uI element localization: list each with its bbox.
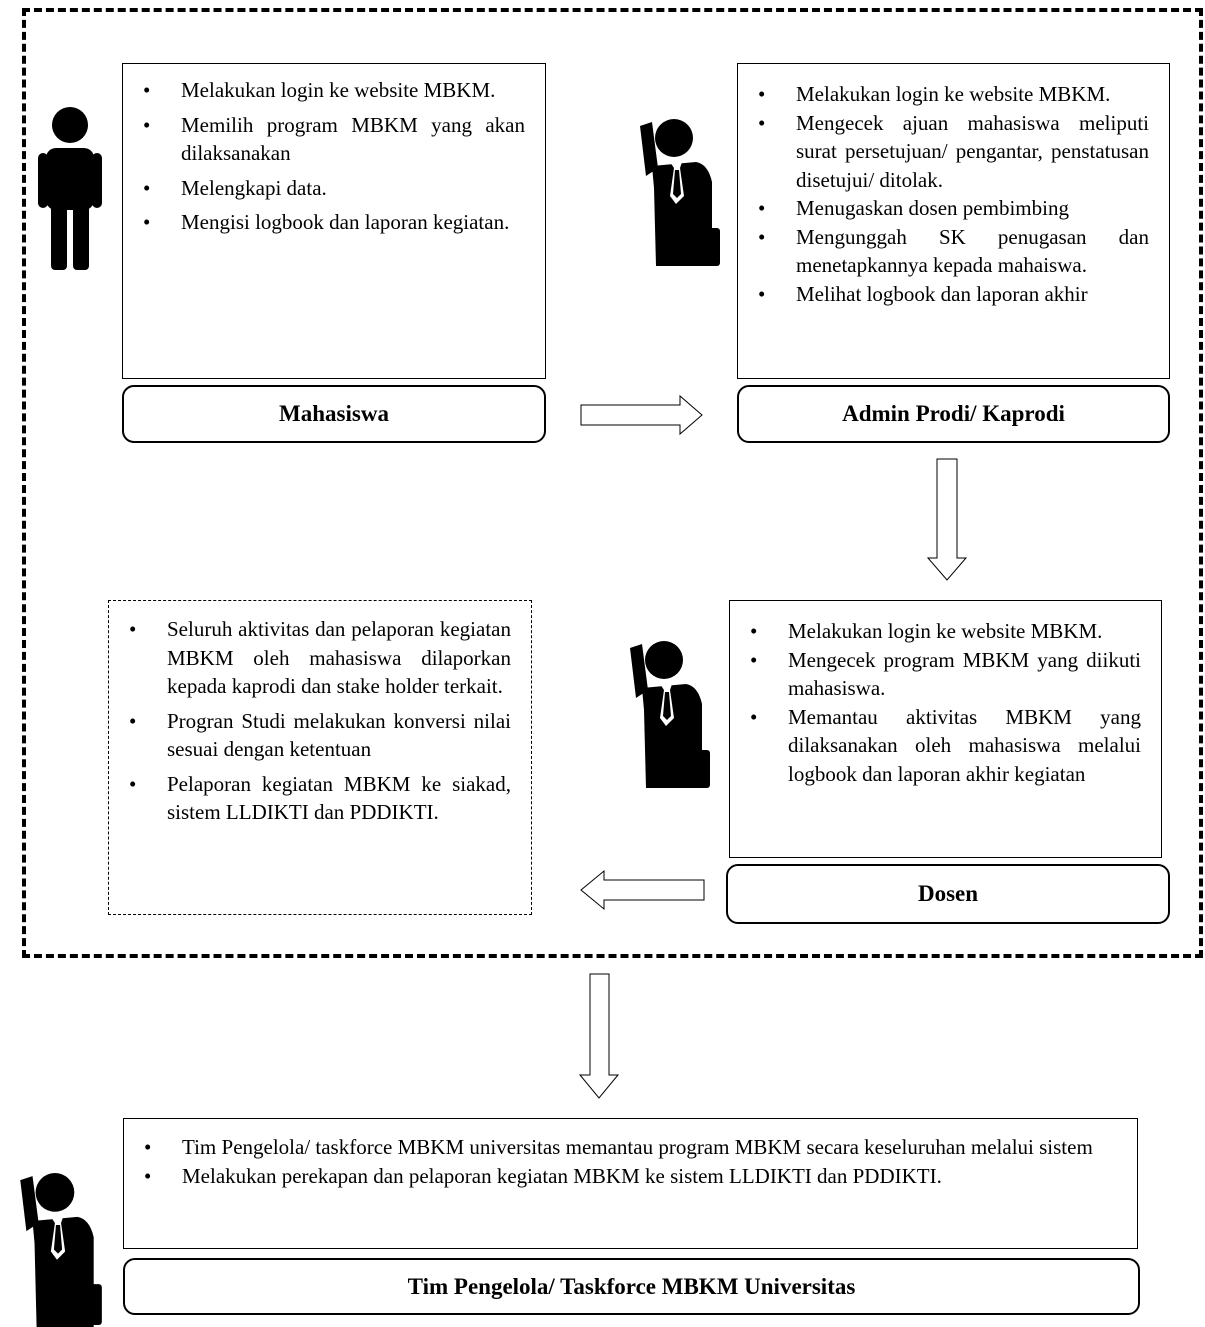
mahasiswa-task-list: Melakukan login ke website MBKM. Memilih… — [123, 76, 525, 237]
arrow-right-icon — [580, 394, 703, 436]
admin-role-label: Admin Prodi/ Kaprodi — [737, 385, 1170, 443]
list-item: Memilih program MBKM yang akan dilaksana… — [123, 111, 525, 168]
list-item: Mengunggah SK penugasan dan menetapkanny… — [738, 223, 1149, 280]
list-item: Mengecek ajuan mahasiswa meliputi surat … — [738, 109, 1149, 195]
list-item: Melengkapi data. — [123, 174, 525, 203]
dosen-task-list: Melakukan login ke website MBKM. Mengece… — [730, 617, 1141, 788]
arrow-left-icon — [580, 869, 705, 911]
list-item: Melakukan login ke website MBKM. — [730, 617, 1141, 646]
mahasiswa-tasks-box: Melakukan login ke website MBKM. Memilih… — [122, 63, 546, 379]
list-item: Mengecek program MBKM yang diikuti mahas… — [730, 646, 1141, 703]
reporting-task-list: Seluruh aktivitas dan pelaporan kegiatan… — [109, 615, 511, 827]
dosen-role-label: Dosen — [726, 864, 1170, 924]
arrow-down-icon — [578, 973, 620, 1099]
businessman-icon — [20, 1173, 102, 1327]
list-item: Tim Pengelola/ taskforce MBKM universita… — [124, 1133, 1115, 1162]
list-item: Mengisi logbook dan laporan kegiatan. — [123, 208, 525, 237]
list-item: Melihat logbook dan laporan akhir — [738, 280, 1149, 309]
list-item: Memantau aktivitas MBKM yang dilaksanaka… — [730, 703, 1141, 789]
list-item: Seluruh aktivitas dan pelaporan kegiatan… — [109, 615, 511, 701]
reporting-tasks-box: Seluruh aktivitas dan pelaporan kegiatan… — [108, 600, 532, 915]
dosen-tasks-box: Melakukan login ke website MBKM. Mengece… — [729, 600, 1162, 858]
admin-task-list: Melakukan login ke website MBKM. Mengece… — [738, 80, 1149, 308]
list-item: Melakukan login ke website MBKM. — [738, 80, 1149, 109]
businessman-icon — [640, 119, 720, 266]
arrow-down-icon — [926, 458, 968, 581]
person-standing-icon — [38, 107, 102, 270]
taskforce-role-label: Tim Pengelola/ Taskforce MBKM Universita… — [123, 1258, 1140, 1315]
admin-tasks-box: Melakukan login ke website MBKM. Mengece… — [737, 63, 1170, 379]
list-item: Melakukan login ke website MBKM. — [123, 76, 525, 105]
list-item: Menugaskan dosen pembimbing — [738, 194, 1149, 223]
businessman-icon — [630, 641, 710, 788]
taskforce-tasks-box: Tim Pengelola/ taskforce MBKM universita… — [123, 1118, 1138, 1249]
process-boundary — [22, 8, 1203, 958]
list-item: Melakukan perekapan dan pelaporan kegiat… — [124, 1162, 1115, 1191]
list-item: Progran Studi melakukan konversi nilai s… — [109, 707, 511, 764]
list-item: Pelaporan kegiatan MBKM ke siakad, siste… — [109, 770, 511, 827]
mahasiswa-role-label: Mahasiswa — [122, 385, 546, 443]
taskforce-task-list: Tim Pengelola/ taskforce MBKM universita… — [124, 1133, 1115, 1190]
